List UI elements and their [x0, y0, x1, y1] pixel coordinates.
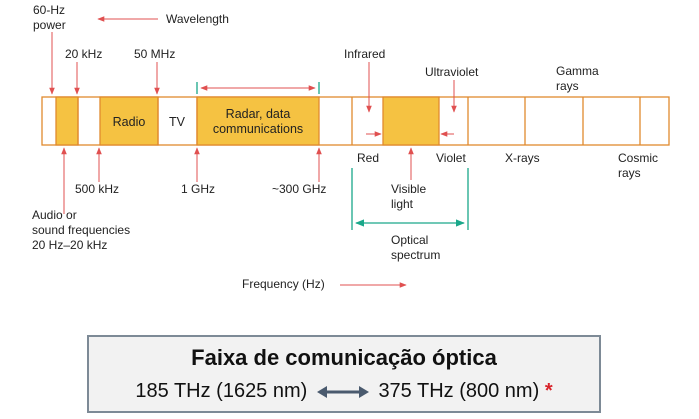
- label-xrays: X-rays: [505, 151, 540, 165]
- info-title: Faixa de comunicação óptica: [191, 345, 497, 370]
- band-visible: [382, 96, 440, 146]
- label-gamma-line1: Gamma: [556, 64, 599, 78]
- label-violet: Violet: [436, 151, 466, 165]
- asterisk-mark: *: [544, 380, 553, 402]
- label-tv: TV: [169, 115, 186, 129]
- label-visible-line2: light: [391, 197, 414, 211]
- teal-brackets: [196, 82, 469, 230]
- band-audio: [55, 96, 79, 146]
- label-wavelength: Wavelength: [166, 12, 229, 26]
- label-infrared: Infrared: [344, 47, 385, 61]
- range-start: 185 THz (1625 nm): [135, 380, 308, 402]
- band-radio: [99, 96, 159, 146]
- label-radar-line1: Radar, data: [226, 107, 291, 121]
- double-arrow-icon: [316, 385, 369, 398]
- label-visible-line1: Visible: [391, 182, 426, 196]
- label-audio-line2: sound frequencies: [32, 223, 130, 237]
- label-red: Red: [357, 151, 379, 165]
- label-audio-line3: 20 Hz–20 kHz: [32, 238, 107, 252]
- label-power-line2: power: [33, 18, 66, 32]
- range-end: 375 THz (800 nm): [378, 380, 540, 402]
- label-300ghz: ~300 GHz: [272, 182, 326, 196]
- label-radio: Radio: [113, 115, 146, 129]
- label-ultraviolet: Ultraviolet: [425, 65, 479, 79]
- label-gamma-line2: rays: [556, 79, 579, 93]
- label-cosmic-line2: rays: [618, 166, 641, 180]
- band-radar: [196, 96, 320, 146]
- label-optical-line1: Optical: [391, 233, 428, 247]
- label-power-line1: 60-Hz: [33, 3, 65, 17]
- label-1ghz: 1 GHz: [181, 182, 215, 196]
- label-frequency: Frequency (Hz): [242, 277, 325, 291]
- label-20khz: 20 kHz: [65, 47, 102, 61]
- label-500khz: 500 kHz: [75, 182, 119, 196]
- label-radar-line2: communications: [213, 122, 303, 136]
- optical-band-box: Faixa de comunicação óptica 185 THz (162…: [87, 335, 601, 413]
- spectrum-bar: [41, 96, 670, 146]
- label-50mhz: 50 MHz: [134, 47, 175, 61]
- label-cosmic-line1: Cosmic: [618, 151, 658, 165]
- spectrum-diagram: Radio TV Radar, data communications 60-H…: [32, 3, 670, 291]
- label-audio-line1: Audio or: [32, 208, 77, 222]
- red-arrows: [49, 16, 457, 288]
- info-range: 185 THz (1625 nm) 375 THz (800 nm) *: [89, 380, 599, 403]
- label-optical-line2: spectrum: [391, 248, 440, 262]
